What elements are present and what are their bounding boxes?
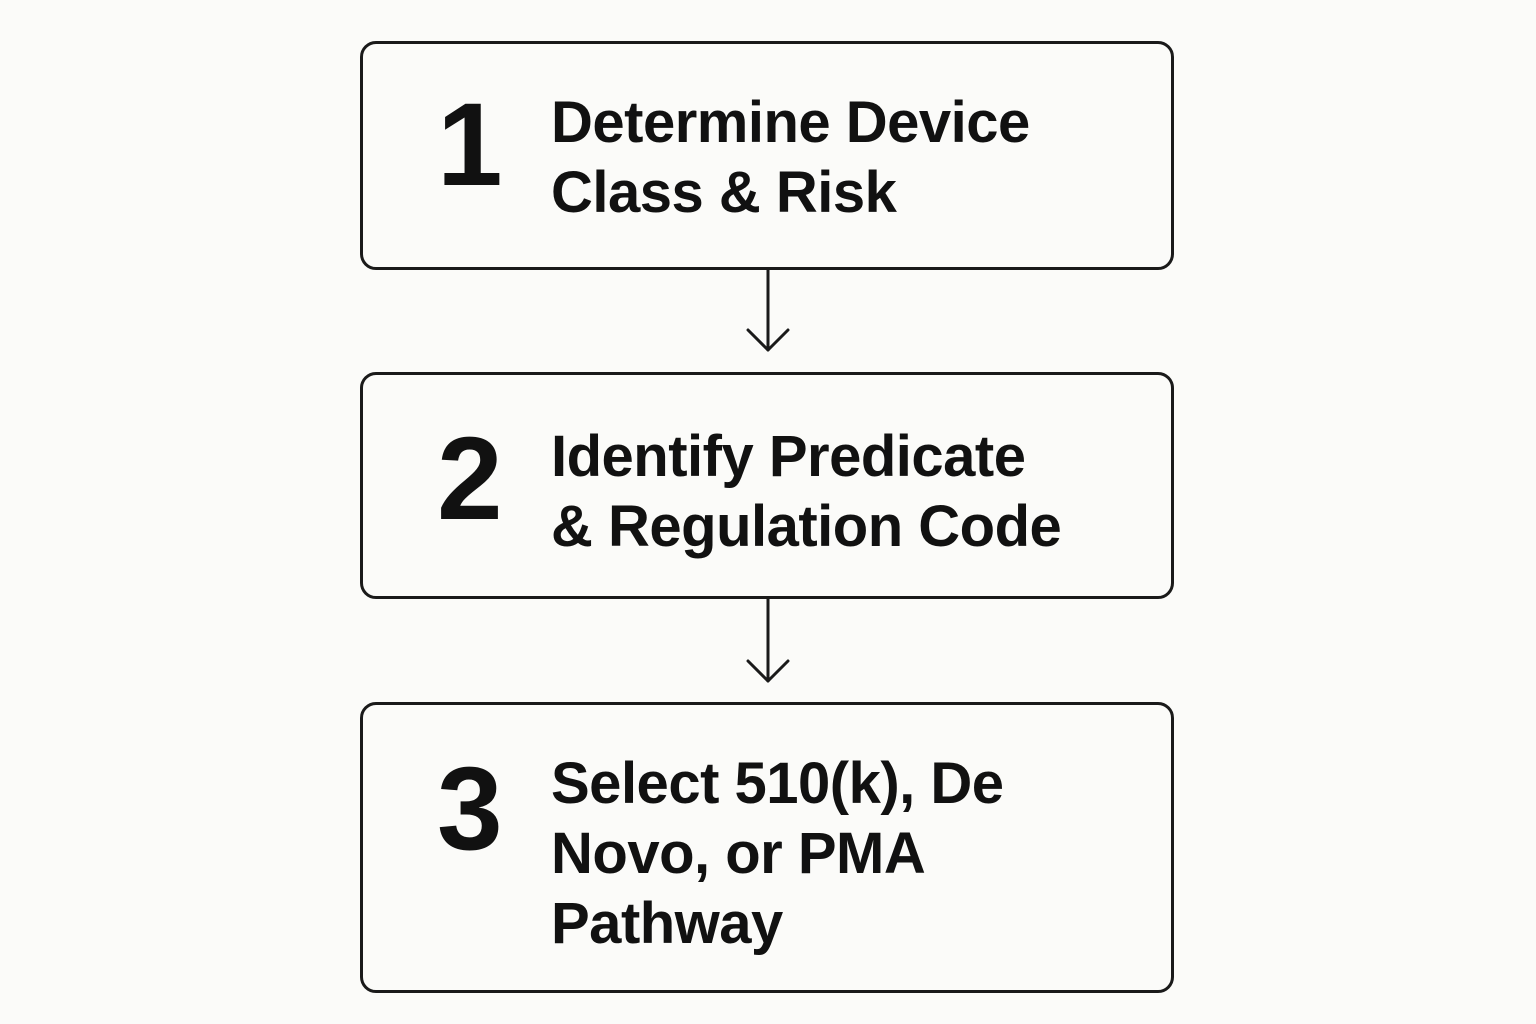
step-3-box: 3 Select 510(k), De Novo, or PMA Pathway xyxy=(360,702,1174,993)
arrow-down-icon xyxy=(746,268,790,352)
step-3-text: Select 510(k), De Novo, or PMA Pathway xyxy=(551,749,1131,959)
step-3-number: 3 xyxy=(437,743,503,875)
step-2-number: 2 xyxy=(437,413,503,545)
step-1-box: 1 Determine Device Class & Risk xyxy=(360,41,1174,270)
step-2-text-line-2: & Regulation Code xyxy=(551,494,1062,559)
step-1-text-line-2: Class & Risk xyxy=(551,160,897,225)
step-1-number: 1 xyxy=(437,79,503,211)
step-2-box: 2 Identify Predicate & Regulation Code xyxy=(360,372,1174,599)
step-3-text-line-1: Select 510(k), De xyxy=(551,751,1004,816)
step-3-text-line-2: Novo, or PMA xyxy=(551,821,926,886)
step-1-text-line-1: Determine Device xyxy=(551,90,1030,155)
step-1-text: Determine Device Class & Risk xyxy=(551,88,1131,228)
step-2-text-line-1: Identify Predicate xyxy=(551,424,1026,489)
step-3-text-line-3: Pathway xyxy=(551,891,783,956)
step-2-text: Identify Predicate & Regulation Code xyxy=(551,422,1131,562)
arrow-down-icon xyxy=(746,597,790,683)
